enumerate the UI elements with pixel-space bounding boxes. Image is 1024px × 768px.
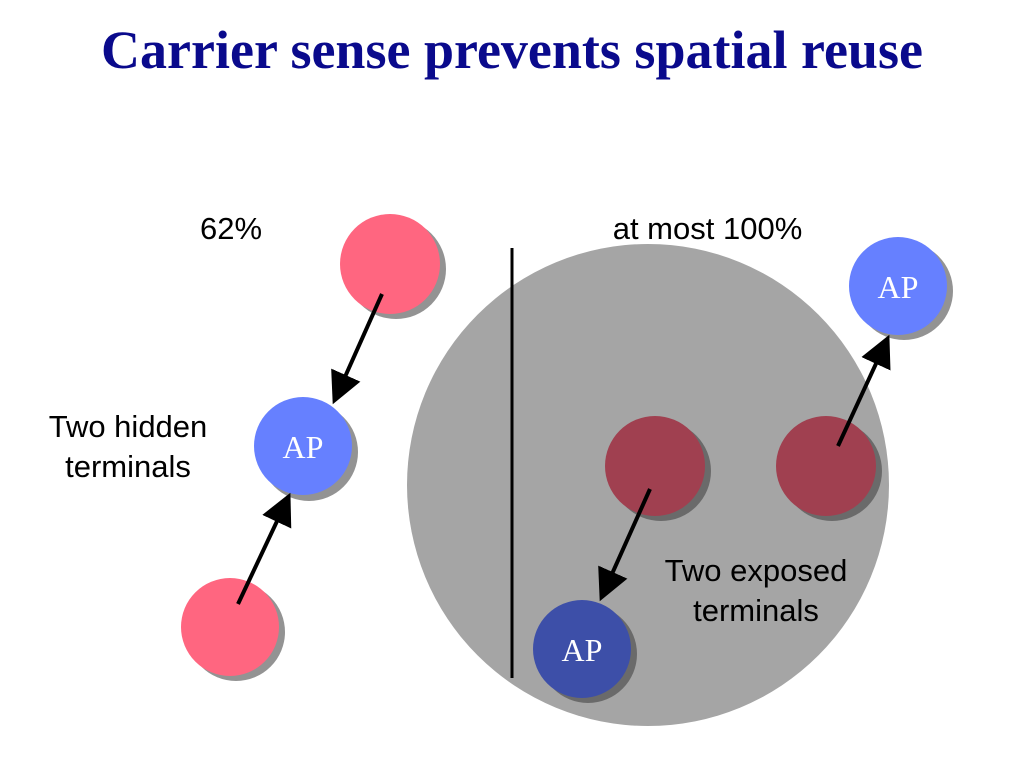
hidden-ap-label: AP — [283, 429, 324, 465]
slide-title: Carrier sense prevents spatial reuse — [101, 20, 923, 80]
exposed-ap-top-label: AP — [878, 269, 919, 305]
exposed-terminals-scenario: AP AP — [533, 237, 953, 703]
exposed-arrow-right-to-ap — [836, 334, 891, 447]
hidden-terminals-caption: Two hidden terminals — [28, 407, 228, 487]
exposed-throughput-label: at most 100% — [612, 211, 803, 246]
hidden-arrow-top-to-ap — [331, 293, 384, 405]
hidden-arrow-bottom-to-ap — [236, 492, 292, 605]
exposed-terminals-caption: Two exposed terminals — [640, 551, 872, 631]
exposed-sender-left — [605, 416, 705, 516]
exposed-ap-bottom — [533, 600, 631, 698]
exposed-sender-right — [776, 416, 876, 516]
hidden-sender-top — [340, 214, 440, 314]
hidden-sender-bottom — [181, 578, 279, 676]
exposed-caption-line-1: Two exposed — [664, 553, 848, 588]
hidden-caption-line-2: terminals — [65, 449, 191, 484]
hidden-ap — [254, 397, 352, 495]
exposed-arrow-left-to-ap — [598, 488, 652, 602]
hidden-terminals-scenario: AP — [181, 214, 446, 681]
exposed-ap-top — [849, 237, 947, 335]
exposed-ap-bottom-label: AP — [562, 632, 603, 668]
hidden-throughput-label: 62% — [199, 211, 263, 246]
hidden-caption-line-1: Two hidden — [48, 409, 208, 444]
exposed-caption-line-2: terminals — [693, 593, 819, 628]
